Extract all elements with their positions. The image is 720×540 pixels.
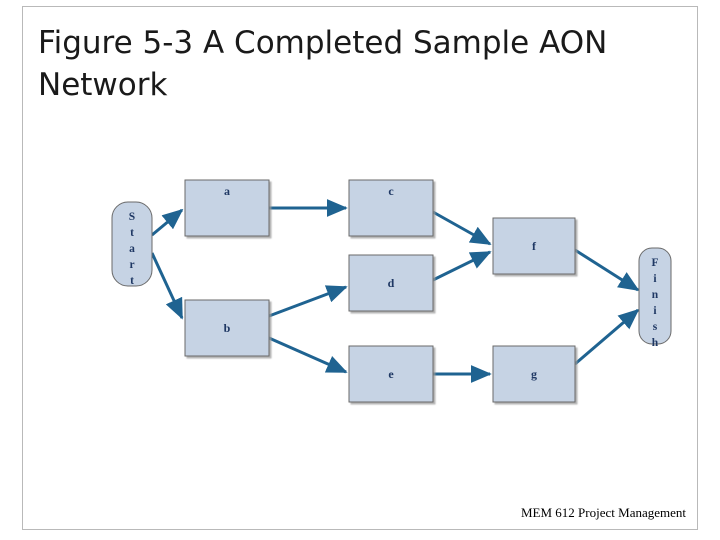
node-e-label: e <box>388 367 394 381</box>
node-f[interactable]: f <box>492 217 576 275</box>
node-finish-label-line-6: h <box>652 337 659 349</box>
page-title: Figure 5-3 A Completed Sample AON Networ… <box>38 25 608 104</box>
node-g[interactable]: g <box>492 345 576 403</box>
node-start-label-line-5: t <box>130 275 134 287</box>
edge-b-e <box>268 336 348 374</box>
node-start-label-line-4: r <box>129 259 134 271</box>
edge-d-f <box>432 250 492 282</box>
node-finish-label-line-5: s <box>653 321 658 333</box>
node-a-label: a <box>224 184 230 198</box>
edge-f-finish <box>574 248 640 292</box>
node-finish[interactable]: F i n i s h <box>638 247 672 349</box>
edge-g-finish <box>574 308 640 366</box>
node-c-label: c <box>388 184 394 198</box>
edge-c-f <box>432 210 492 246</box>
node-e[interactable]: e <box>348 345 434 403</box>
node-f-label: f <box>532 239 537 253</box>
node-finish-label-line-4: i <box>653 305 657 317</box>
node-finish-label-line-2: i <box>653 273 657 285</box>
node-c[interactable]: c <box>348 179 434 237</box>
edge-start-a <box>151 208 184 237</box>
node-d-label: d <box>388 276 395 290</box>
node-start-label-line-2: t <box>130 227 134 239</box>
node-start[interactable]: S t a r t <box>111 201 153 287</box>
aon-network-diagram: S t a r t a b c d <box>22 150 698 440</box>
edge-b-d <box>268 285 348 318</box>
node-finish-label-line-3: n <box>652 289 659 301</box>
node-d[interactable]: d <box>348 254 434 312</box>
node-finish-label-line-1: F <box>651 257 658 269</box>
node-a[interactable]: a <box>184 179 270 237</box>
node-b[interactable]: b <box>184 299 270 357</box>
node-start-label-line-3: a <box>129 243 135 255</box>
node-start-label-line-1: S <box>129 211 135 223</box>
node-g-label: g <box>531 367 537 381</box>
node-b-label: b <box>224 321 231 335</box>
slide-footer: MEM 612 Project Management <box>521 505 686 520</box>
edge-start-b <box>150 252 184 320</box>
